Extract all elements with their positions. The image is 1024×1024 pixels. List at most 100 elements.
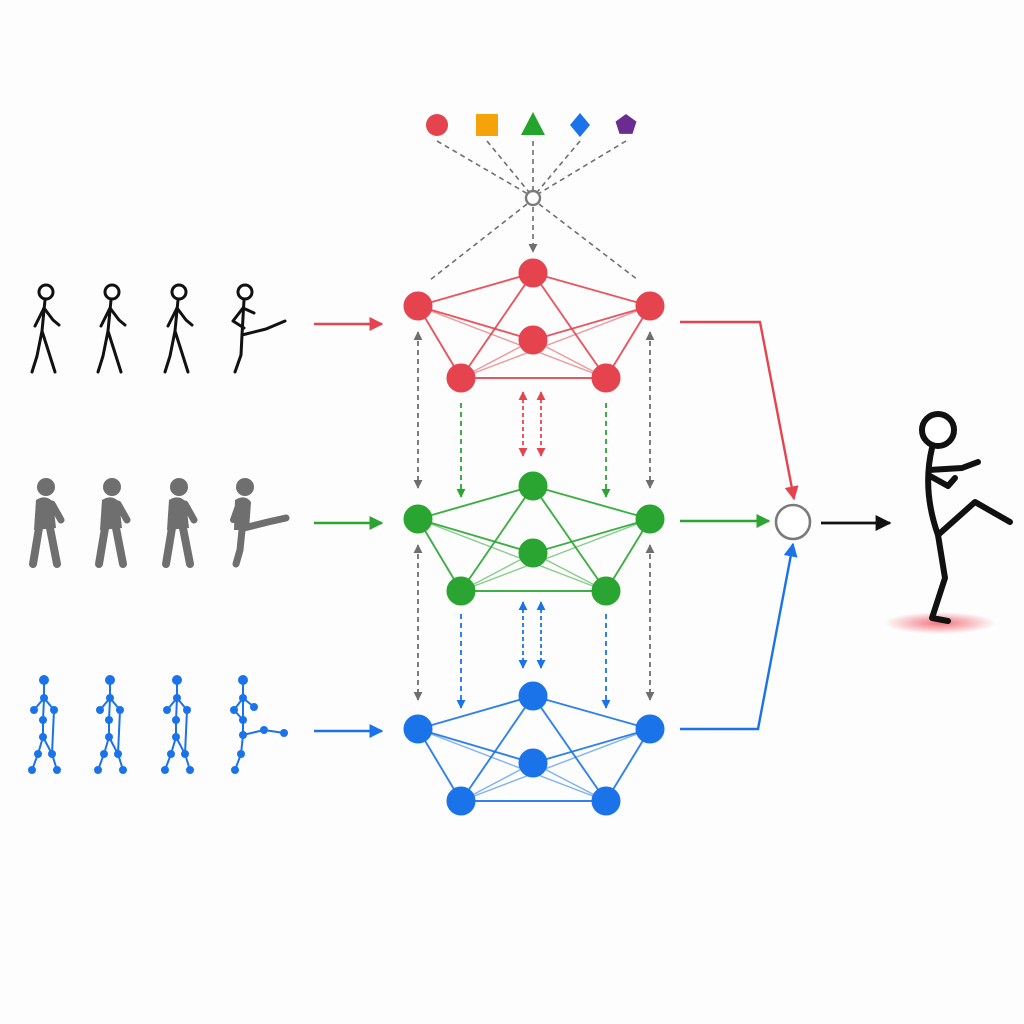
- skeleton-bone: [51, 709, 55, 755]
- graph-node: [446, 576, 476, 606]
- frame-figure: [28, 675, 61, 774]
- torso: [240, 298, 246, 337]
- skeleton-joint: [34, 750, 42, 758]
- skeleton-joint: [50, 706, 58, 714]
- graph-edge: [532, 485, 607, 592]
- skeleton-joint: [172, 733, 180, 741]
- skeleton-joint: [39, 675, 49, 685]
- graph-edge: [532, 272, 651, 307]
- graph-edge: [417, 728, 534, 764]
- graph-node: [591, 786, 621, 816]
- skeleton-bone: [184, 709, 188, 755]
- arms: [926, 459, 981, 489]
- graph-node: [403, 291, 433, 321]
- skeleton-joint: [40, 694, 48, 702]
- skeleton-joint: [183, 706, 191, 714]
- frame-figure: [95, 478, 131, 568]
- skeleton-joint: [48, 750, 56, 758]
- skeleton-joint: [231, 766, 239, 774]
- legs: [233, 319, 287, 374]
- connector-layer: [314, 140, 892, 738]
- graph-edge: [460, 695, 534, 802]
- legs: [162, 524, 194, 568]
- graph-edge: [417, 695, 534, 730]
- skeleton-joint: [105, 716, 113, 724]
- skeleton-joint: [28, 766, 36, 774]
- graph-node: [518, 258, 548, 288]
- graph-edge: [417, 518, 607, 592]
- skeleton-joint: [163, 706, 171, 714]
- skeleton-joint: [53, 766, 61, 774]
- skeleton-joint: [238, 675, 248, 685]
- arms: [99, 306, 127, 328]
- skeleton-joint: [114, 750, 122, 758]
- graph-edge: [532, 305, 651, 341]
- skeleton-joint: [167, 750, 175, 758]
- legs: [929, 499, 1013, 624]
- legs: [232, 514, 290, 568]
- graph-edge: [417, 728, 607, 802]
- graph-node: [635, 504, 665, 534]
- arms: [231, 306, 256, 330]
- legs: [96, 329, 123, 374]
- legs: [29, 524, 61, 568]
- skeleton-joints-stream: [28, 675, 288, 774]
- graph-node: [518, 681, 548, 711]
- skeleton-joint: [161, 766, 169, 774]
- skeleton-joint: [230, 706, 238, 714]
- frame-figure: [163, 283, 194, 374]
- graph-node: [518, 471, 548, 501]
- triangle-icon: [521, 112, 545, 135]
- graph-edge: [532, 695, 651, 730]
- graph-edge: [532, 728, 651, 764]
- graph-edge: [417, 518, 534, 554]
- graph-node: [591, 576, 621, 606]
- graph-node: [635, 714, 665, 744]
- arm: [230, 503, 241, 523]
- arm: [114, 500, 131, 524]
- skeleton-joint: [239, 731, 247, 739]
- graph-node: [518, 538, 548, 568]
- graph-edge: [417, 272, 534, 307]
- blue-to-fusion-arrow: [680, 542, 798, 731]
- frame-figure: [231, 283, 287, 374]
- legend-connector-line: [532, 140, 581, 198]
- skeleton-joint: [119, 766, 127, 774]
- graph-edge: [460, 485, 534, 592]
- graph-node: [403, 714, 433, 744]
- output-action-figure: [884, 411, 1013, 634]
- skeleton-joint: [105, 675, 115, 685]
- graph-node: [446, 786, 476, 816]
- torso: [106, 298, 113, 333]
- frame-figure: [96, 283, 127, 374]
- ground-glow: [884, 612, 996, 634]
- head: [103, 478, 121, 496]
- skeleton-joint: [105, 733, 113, 741]
- graph-edge: [532, 518, 651, 554]
- head: [919, 411, 957, 449]
- arms: [33, 306, 61, 328]
- skeleton-joint: [173, 694, 181, 702]
- skeleton-joint: [186, 766, 194, 774]
- legend-connector-line: [532, 140, 627, 198]
- head: [170, 283, 188, 301]
- output-layer: [774, 411, 1013, 634]
- skeleton-joint: [280, 729, 288, 737]
- legend-shapes: [426, 112, 637, 207]
- graph-edge: [460, 305, 651, 379]
- skeleton-joint: [30, 706, 38, 714]
- silhouette-stream: [29, 478, 290, 568]
- graph-node: [591, 363, 621, 393]
- skeleton-joint: [239, 694, 247, 702]
- legs: [95, 524, 127, 568]
- torso: [925, 445, 941, 538]
- arm: [181, 500, 198, 524]
- skeleton-joint: [237, 750, 245, 758]
- arms: [166, 306, 194, 328]
- graph-edge: [417, 305, 607, 379]
- red-graph: [403, 258, 665, 393]
- legs: [30, 329, 57, 374]
- graph-edge: [460, 272, 534, 379]
